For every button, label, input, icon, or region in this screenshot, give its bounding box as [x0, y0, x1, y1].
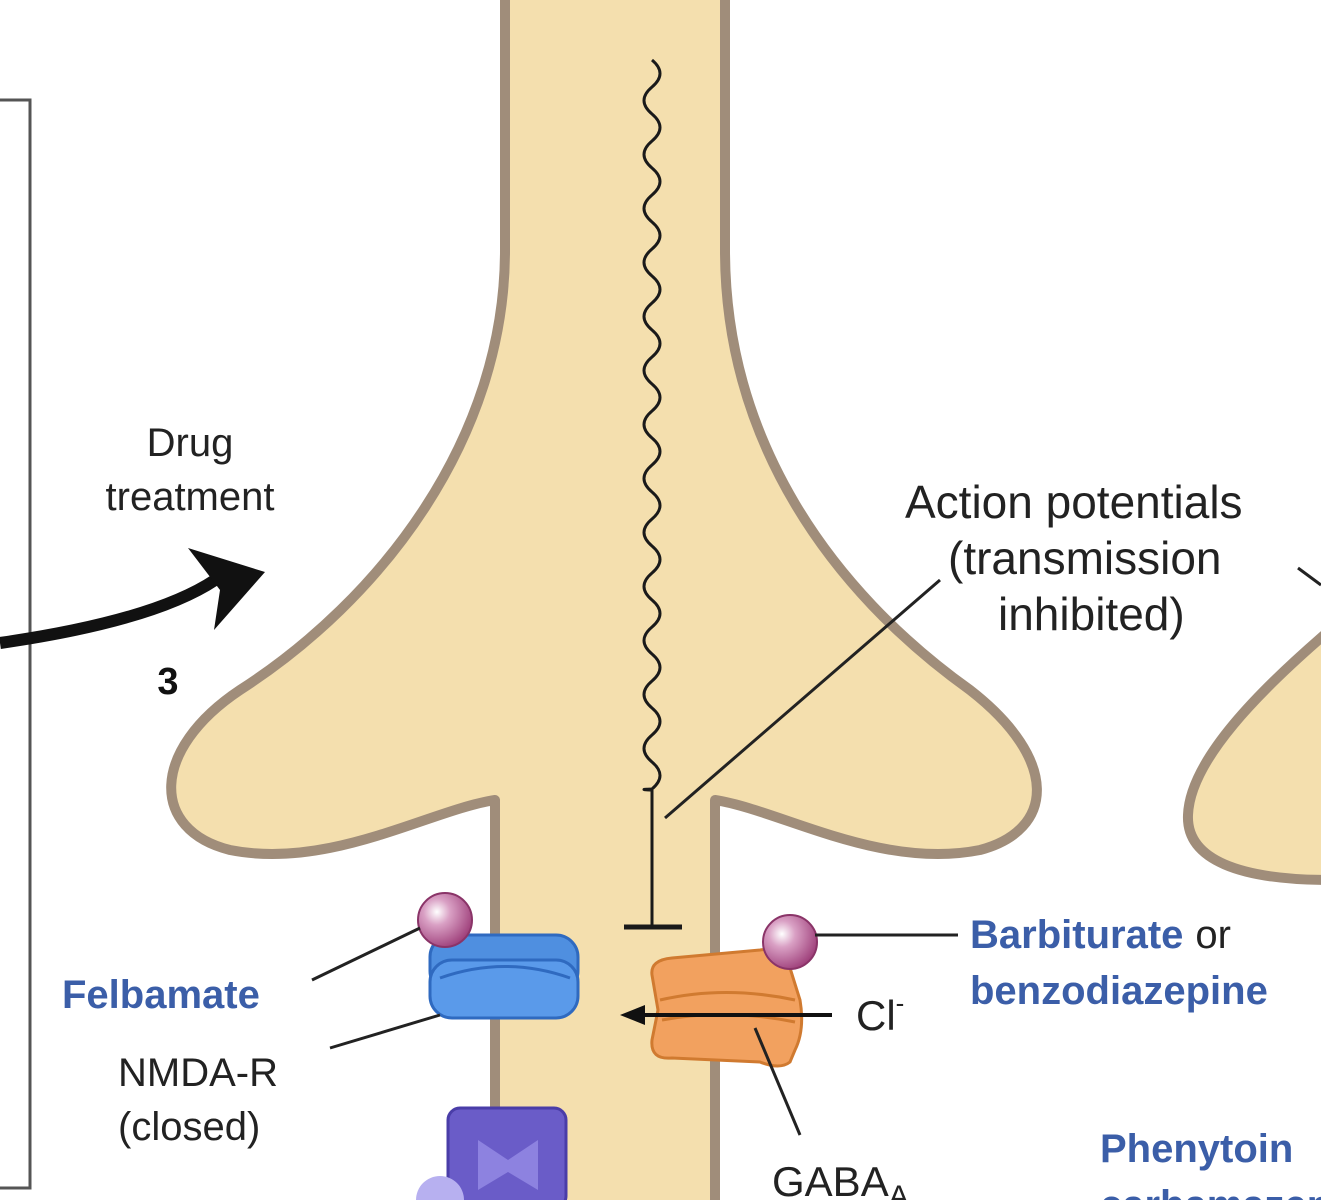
nmda-label-line2: (closed): [118, 1105, 260, 1149]
benzodiazepine-label: benzodiazepine: [970, 969, 1268, 1013]
gaba-a-leader-line: [753, 1027, 802, 1136]
step-number: 3: [157, 661, 178, 703]
action-potentials-leader-line: [664, 578, 941, 820]
barbiturate-drug-ball: [762, 914, 818, 970]
action-potentials-label-line3: inhibited): [998, 588, 1185, 640]
sodium-channel: [416, 1106, 568, 1200]
drug-treatment-arrow: [0, 548, 265, 649]
nmda-label-line1: NMDA-R: [118, 1051, 278, 1095]
right-neuron-terminal: [1182, 631, 1321, 885]
felbamate-drug-ball: [417, 892, 473, 948]
chloride-influx-arrow: [620, 1005, 832, 1025]
nmda-leader-line: [329, 1013, 441, 1050]
gaba-a-label: GABAA: [772, 1158, 909, 1200]
action-potentials-label-line2: (transmission: [948, 532, 1222, 584]
phenytoin-label: Phenytoin: [1100, 1127, 1293, 1171]
nmda-receptor: [428, 933, 580, 1020]
felbamate-leader-line: [311, 926, 421, 982]
drug-treatment-label-line2: treatment: [106, 475, 275, 519]
felbamate-label: Felbamate: [62, 973, 260, 1017]
drug-treatment-label-line1: Drug: [147, 421, 234, 465]
chloride-ion-label: Cl-: [856, 988, 904, 1039]
neuron-axon-terminal: [166, 0, 1042, 1200]
carbamazepine-label: carbamazepine: [1100, 1183, 1321, 1200]
action-potentials-label-line1: Action potentials: [905, 476, 1243, 528]
action-potentials-leader-right: [1297, 566, 1321, 587]
action-potential-wave: [642, 58, 662, 792]
